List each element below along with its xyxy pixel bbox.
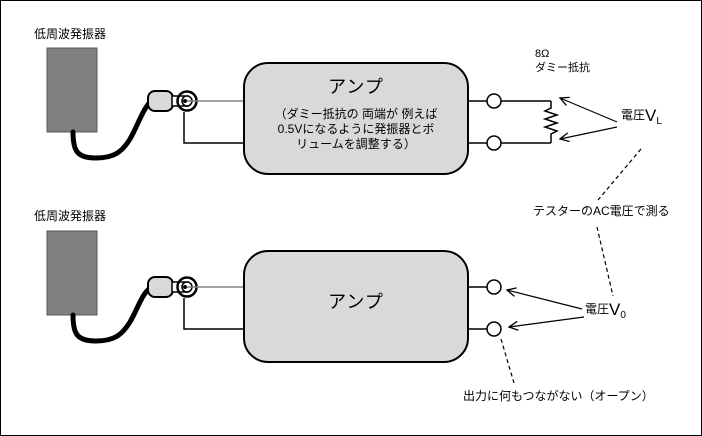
- dashed-line-open-note: [500, 338, 515, 384]
- resistor-name-label: ダミー抵抗: [535, 62, 590, 74]
- signal-cable: [70, 285, 153, 344]
- open-output-note: 出力に何もつながない（オープン）: [463, 389, 654, 403]
- voltage-v0-label: 電圧V0: [585, 300, 626, 321]
- voltage-vl-label: 電圧VL: [621, 106, 662, 127]
- amp-note: （ダミー抵抗の 両端が 例えば 0.5Vになるように発振器とボ リュームを調整す…: [244, 107, 468, 152]
- dashed-line-note-to-v0: [596, 226, 614, 297]
- vl-arrow-top: [560, 98, 618, 123]
- v0-arrow-bottom: [509, 316, 585, 327]
- dashed-line-vl-to-note: [597, 148, 642, 201]
- amp-note-line: 0.5Vになるように発振器とボ: [277, 122, 435, 136]
- resistor-value-label: 8Ω: [535, 48, 550, 60]
- v0-arrow-top: [507, 290, 583, 310]
- amp-note-line: リュームを調整する）: [296, 137, 416, 151]
- voltage-symbol: V: [609, 300, 621, 319]
- amp-title-bottom: アンプ: [328, 292, 384, 312]
- amp-box: [243, 250, 469, 363]
- bottom-circuit: [46, 230, 585, 384]
- amp-note-line: （ダミー抵抗の 両端が 例えば: [274, 107, 438, 121]
- oscillator-label-bottom: 低周波発振器: [34, 209, 107, 223]
- top-circuit: [46, 47, 618, 175]
- dummy-resistor-symbol: [542, 101, 560, 143]
- signal-cable: [70, 99, 153, 161]
- ground-wire: [183, 298, 246, 330]
- amp-title-top: アンプ: [328, 77, 384, 97]
- oscillator-box: [46, 47, 98, 133]
- amp-box: [243, 62, 469, 175]
- voltage-subscript: 0: [620, 310, 626, 321]
- rca-plug-icon: [147, 90, 174, 112]
- voltage-prefix: 電圧: [621, 108, 646, 122]
- ground-wire: [183, 112, 246, 144]
- tester-note: テスターのAC電圧で測る: [533, 204, 670, 218]
- voltage-subscript: L: [656, 116, 662, 127]
- oscillator-box: [46, 230, 98, 316]
- output-terminal-top: [486, 279, 502, 295]
- voltage-symbol: V: [645, 106, 657, 125]
- output-terminal-bottom: [486, 321, 502, 337]
- rca-jack-pin-icon: [183, 285, 187, 289]
- output-terminal-bottom: [486, 135, 502, 151]
- voltage-prefix: 電圧: [585, 302, 610, 316]
- vl-arrow-bottom: [560, 126, 618, 139]
- oscillator-label-top: 低周波発振器: [34, 27, 107, 41]
- output-terminal-top: [486, 93, 502, 109]
- rca-plug-icon: [147, 276, 174, 298]
- rca-jack-pin-icon: [183, 99, 187, 103]
